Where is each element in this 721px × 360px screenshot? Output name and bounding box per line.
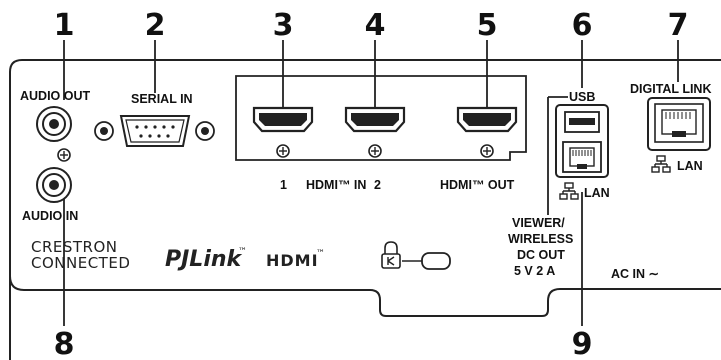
viewer-line-2: WIRELESS: [508, 232, 573, 246]
usb-label: USB: [569, 90, 595, 104]
hdmi-in-1-label: 1: [280, 178, 287, 192]
callout-7: 7: [668, 8, 689, 43]
hdmi-in-2-port: [344, 106, 406, 158]
audio-screw-icon: [57, 148, 71, 162]
network-icon-digital-link: [651, 155, 671, 173]
callout-9: 9: [572, 327, 593, 360]
pjlink-tm: ™: [238, 247, 247, 257]
viewer-line-1: VIEWER/: [512, 216, 565, 230]
lan-label-digital-link: LAN: [677, 159, 703, 173]
audio-in-label: AUDIO IN: [22, 209, 78, 223]
hdmi-group-box: [235, 75, 527, 161]
callout-6: 6: [572, 8, 593, 43]
panel-outline: [9, 59, 721, 360]
usb-lan-block: [555, 104, 609, 178]
audio-out-jack: [36, 106, 72, 142]
lan-port-usb-block: [562, 141, 602, 173]
hdmi-tm: ™: [316, 249, 325, 259]
callout-3: 3: [273, 8, 294, 43]
pjlink-logo: PJLink: [165, 247, 243, 272]
audio-out-label: AUDIO OUT: [20, 89, 91, 103]
callout-leaders: [63, 40, 679, 326]
callout-2: 2: [145, 8, 166, 43]
kensington-lock-icon: [381, 241, 451, 270]
hdmi-in-label: HDMI™ IN: [306, 178, 366, 192]
network-icon-usb: [559, 182, 579, 200]
lan-label-usb: LAN: [584, 186, 610, 200]
hdmi-in-1-port: [252, 106, 314, 158]
audio-in-jack: [36, 167, 72, 203]
crestron-logo-line-1: CRESTRON: [31, 238, 118, 256]
hdmi-in-2-label: 2: [374, 178, 381, 192]
crestron-logo-line-2: CONNECTED: [31, 254, 130, 272]
digital-link-lan-port: [647, 97, 711, 151]
hdmi-out-label: HDMI™ OUT: [440, 178, 515, 192]
viewer-line-3: DC OUT: [517, 248, 565, 262]
callout-5: 5: [477, 8, 498, 43]
viewer-line-4: 5 V 2 A: [514, 264, 555, 278]
hdmi-out-port: [456, 106, 518, 158]
serial-in-label: SERIAL IN: [131, 92, 193, 106]
hdmi-logo: HDMI: [266, 251, 319, 270]
digital-link-label: DIGITAL LINK: [630, 82, 711, 96]
ac-in-label: AC IN ∼: [611, 267, 659, 281]
callout-8: 8: [54, 327, 75, 360]
callout-1: 1: [54, 8, 75, 43]
serial-port: [94, 115, 215, 147]
callout-4: 4: [365, 8, 386, 43]
